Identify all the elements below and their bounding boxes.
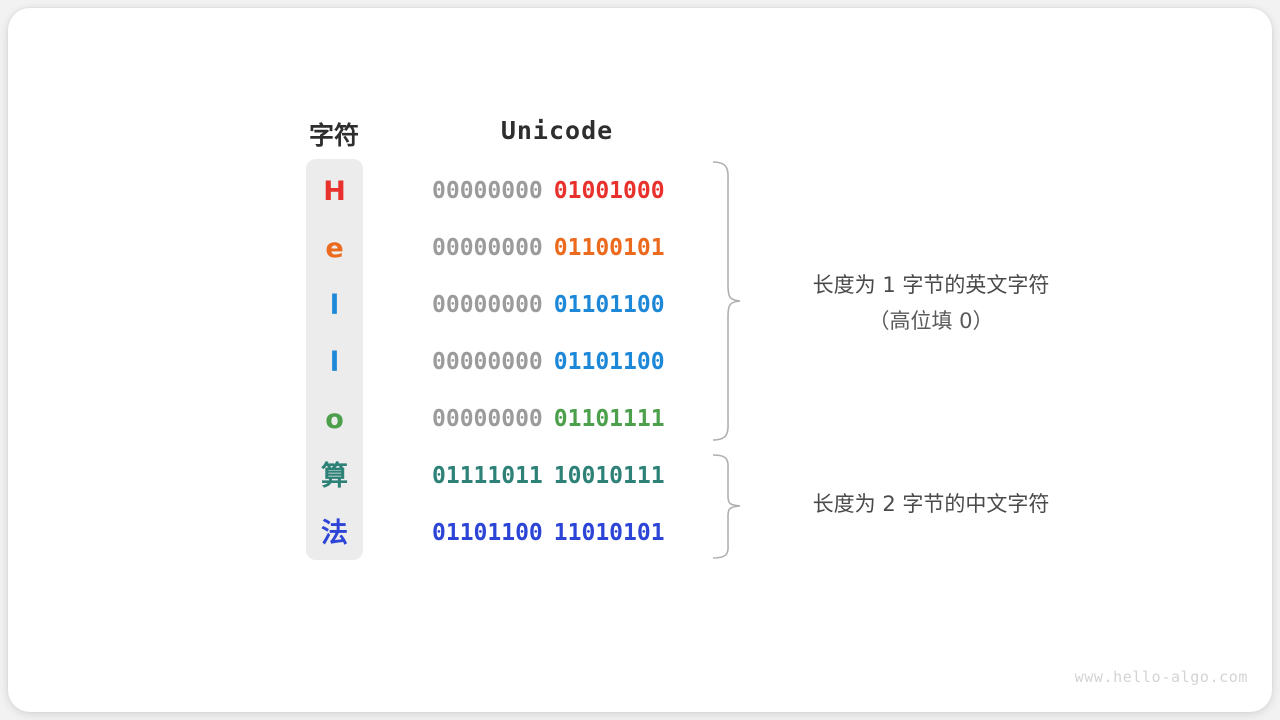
low-byte: 10010111 <box>553 463 665 489</box>
high-byte: 01101100 <box>432 520 543 546</box>
figure-card <box>8 8 1272 712</box>
column-header-unicode: Unicode <box>500 116 614 145</box>
low-byte: 01101111 <box>553 406 665 432</box>
low-byte: 01100101 <box>553 235 665 261</box>
high-byte: 00000000 <box>432 292 543 318</box>
high-byte: 00000000 <box>432 178 543 204</box>
character-cell: e <box>325 233 344 264</box>
low-byte: 01101100 <box>553 292 665 318</box>
binary-row: 00000000 01100101 <box>432 220 684 277</box>
character-cell: l <box>329 347 340 378</box>
high-byte: 01111011 <box>432 463 543 489</box>
watermark: www.hello-algo.com <box>1074 668 1248 686</box>
binary-row: 00000000 01101111 <box>432 391 684 448</box>
binary-row: 00000000 01101100 <box>432 277 684 334</box>
binary-row: 01111011 10010111 <box>432 448 684 505</box>
character-cell: l <box>329 290 340 321</box>
high-byte: 00000000 <box>432 349 543 375</box>
annotation-two-byte-line1: 长度为 2 字节的中文字符 <box>812 492 1050 516</box>
annotation-one-byte-line2: （高位填 0） <box>868 309 994 333</box>
brace-one-byte <box>712 161 741 441</box>
group-braces <box>712 161 741 559</box>
character-cell: H <box>323 176 346 207</box>
column-header-character: 字符 <box>308 121 359 150</box>
binary-row: 00000000 01001000 <box>432 163 684 220</box>
character-cell: 法 <box>321 518 348 549</box>
brace-two-byte <box>712 454 741 559</box>
character-column-background <box>306 159 363 560</box>
high-byte: 00000000 <box>432 235 543 261</box>
low-byte: 01101100 <box>553 349 665 375</box>
high-byte: 00000000 <box>432 406 543 432</box>
binary-row: 00000000 01101100 <box>432 334 684 391</box>
low-byte: 01001000 <box>553 178 665 204</box>
character-cell: 算 <box>321 461 348 492</box>
binary-row: 01101100 11010101 <box>432 505 684 562</box>
character-cell: o <box>325 404 344 435</box>
low-byte: 11010101 <box>553 520 665 546</box>
annotation-one-byte-line1: 长度为 1 字节的英文字符 <box>812 273 1050 297</box>
